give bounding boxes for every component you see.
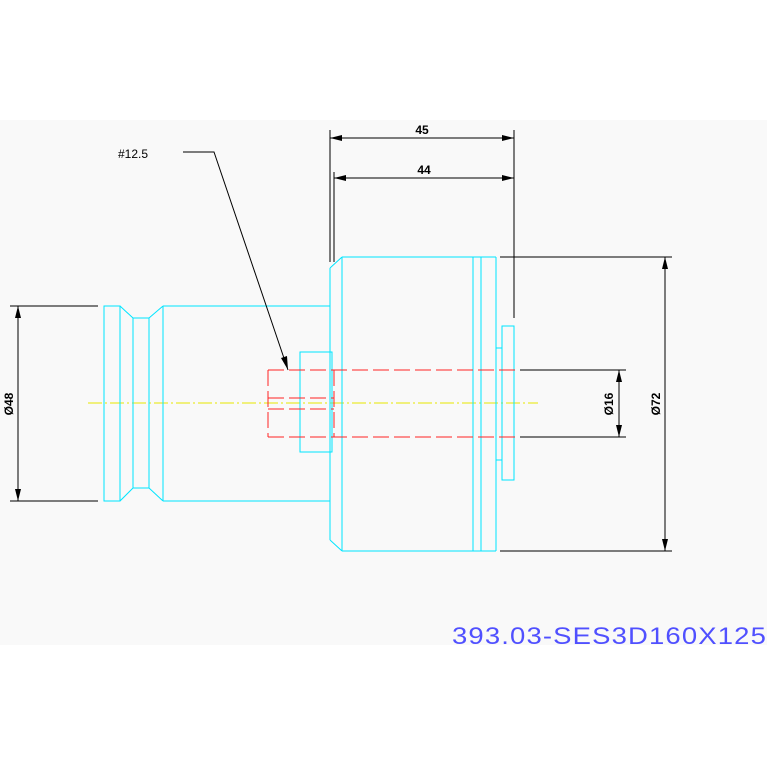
dimension-lines	[10, 130, 672, 552]
drawing-code: 393.03-SES3D160X125	[452, 623, 767, 650]
dim-overall-length: 45	[415, 123, 429, 137]
hidden-bore	[267, 369, 520, 438]
drawing-area	[0, 120, 767, 645]
shank-outline	[103, 305, 333, 502]
dim-head-diameter: Ø72	[649, 392, 663, 415]
head-outline	[329, 256, 515, 552]
dim-bore-diameter: Ø16	[602, 392, 616, 415]
thread-note: #12.5	[118, 147, 148, 161]
dimension-arrows	[15, 135, 668, 551]
dim-flange-length: 44	[417, 163, 431, 177]
dim-shank-diameter: Ø48	[2, 392, 16, 415]
